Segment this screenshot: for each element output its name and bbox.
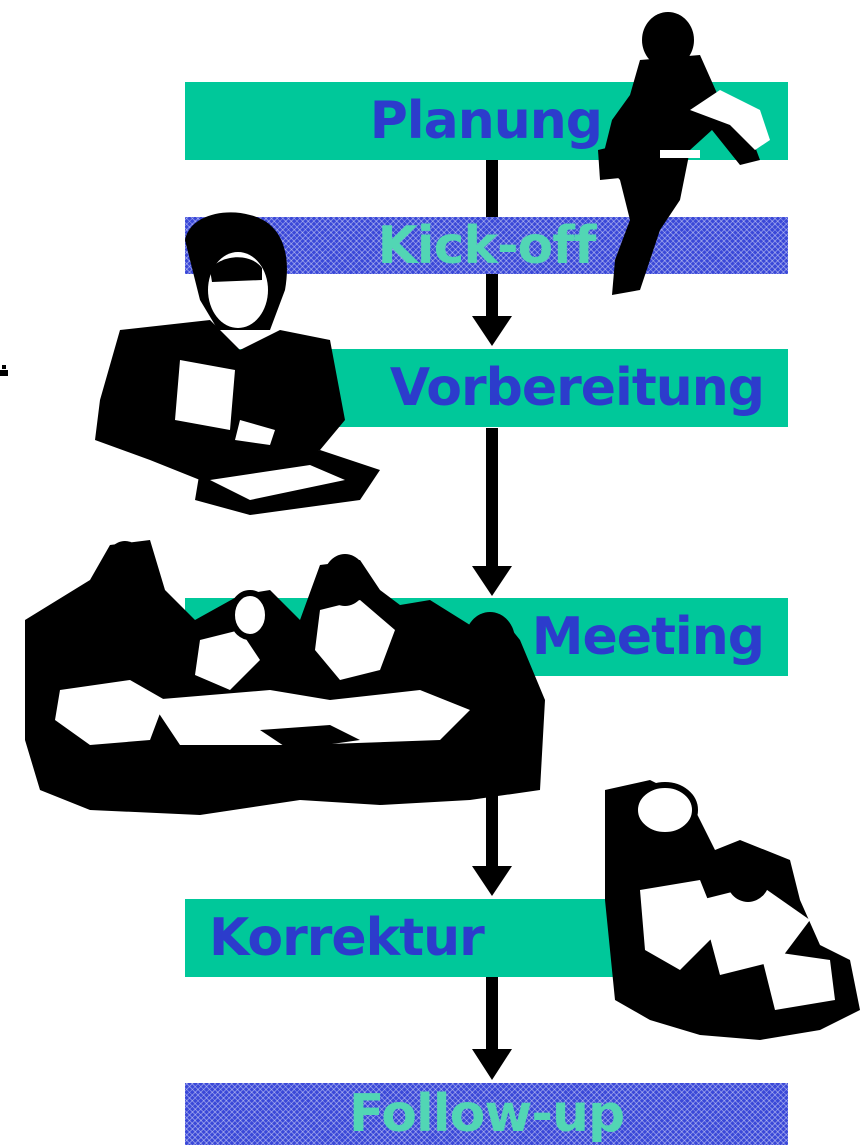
- step-kickoff: Kick-off: [185, 215, 788, 276]
- arrowhead-down-icon: [472, 866, 512, 896]
- step-label-kickoff: Kick-off: [377, 215, 596, 276]
- woman-at-desk-illustration: [95, 212, 380, 515]
- step-followup: Follow-up: [185, 1083, 788, 1145]
- step-label-planung: Planung: [369, 91, 603, 151]
- person-reading-illustration: [605, 780, 860, 1040]
- arrowhead-down-icon: [472, 566, 512, 596]
- connector-line-1: [486, 160, 498, 218]
- arrowhead-down-icon: [472, 1049, 512, 1080]
- connector-line-5: [486, 977, 498, 1049]
- step-label-vorbereitung: Vorbereitung: [389, 358, 765, 418]
- connector-line-2: [486, 274, 498, 316]
- connector-line-3: [486, 428, 498, 566]
- step-label-meeting: Meeting: [531, 607, 765, 667]
- thinking-man-illustration: [598, 12, 770, 295]
- meeting-group-illustration: [25, 540, 545, 815]
- arrowhead-down-icon: [472, 316, 512, 346]
- step-label-korrektur: Korrektur: [209, 908, 485, 968]
- stray-mark: [0, 365, 8, 376]
- step-label-followup: Follow-up: [348, 1084, 625, 1144]
